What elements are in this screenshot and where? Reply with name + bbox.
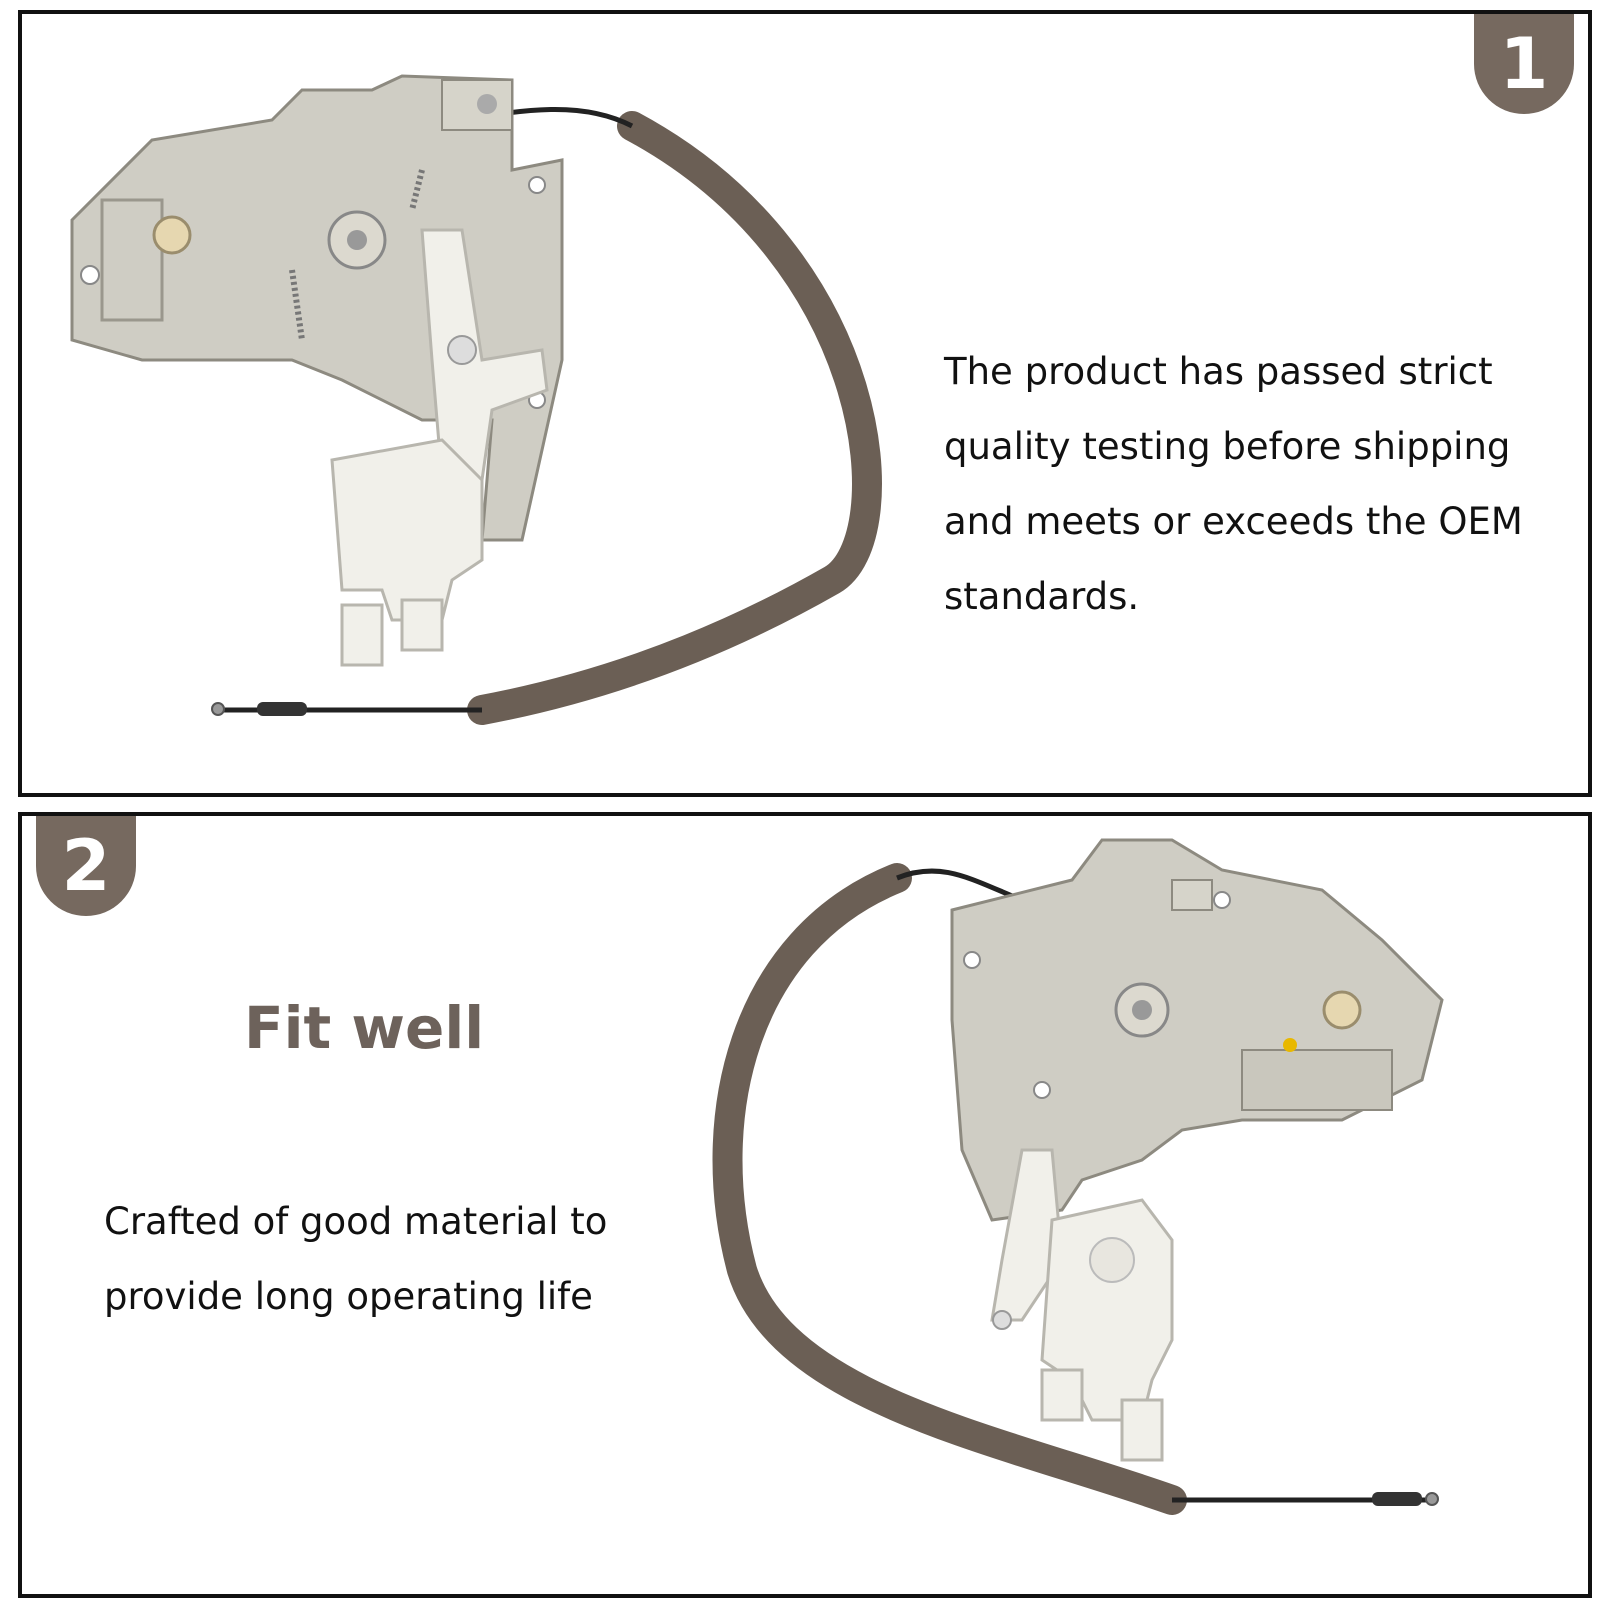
quality-description: The product has passed strict quality te… — [944, 350, 1523, 618]
material-description: Crafted of good material to provide long… — [104, 1200, 608, 1318]
feature-title: Fit well — [244, 994, 485, 1062]
door-lock-actuator-image — [712, 838, 1444, 1515]
door-lock-actuator-image — [70, 74, 882, 725]
step-number-badge: 2 — [36, 816, 136, 916]
step-number-badge: 1 — [1474, 14, 1574, 114]
feature-panel-1: 1 The product has passed strict quality … — [18, 10, 1592, 797]
feature-panel-2: 2 Fit well Crafted of good material to p… — [18, 812, 1592, 1598]
